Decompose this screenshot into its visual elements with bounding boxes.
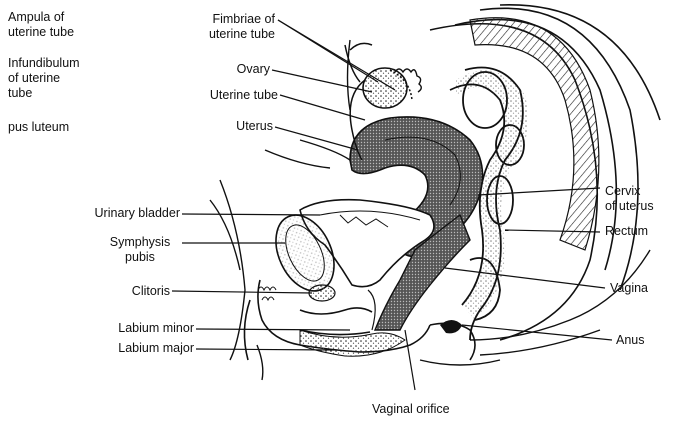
- label-symphysis: Symphysis pubis: [100, 235, 180, 265]
- anus-shape: [440, 320, 462, 333]
- label-rectum: Rectum: [605, 224, 648, 239]
- label-infundibulum: Infundibulum of uterine tube: [8, 56, 80, 101]
- label-urinary-bladder: Urinary bladder: [50, 206, 180, 221]
- label-ampula: Ampula of uterine tube: [8, 10, 74, 40]
- clitoris-shape: [309, 285, 335, 301]
- label-pus-luteum: pus luteum: [8, 120, 69, 135]
- label-ovary: Ovary: [170, 62, 270, 77]
- label-uterine-tube: Uterine tube: [170, 88, 278, 103]
- label-uterus: Uterus: [170, 119, 273, 134]
- label-clitoris: Clitoris: [80, 284, 170, 299]
- label-anus: Anus: [616, 333, 645, 348]
- label-vagina: Vagina: [610, 281, 648, 296]
- label-labium-major: Labium major: [60, 341, 194, 356]
- label-labium-minor: Labium minor: [60, 321, 194, 336]
- label-vaginal-orifice: Vaginal orifice: [372, 402, 450, 417]
- label-cervix: Cervix of uterus: [605, 184, 654, 214]
- label-fimbriae: Fimbriae of uterine tube: [170, 12, 275, 42]
